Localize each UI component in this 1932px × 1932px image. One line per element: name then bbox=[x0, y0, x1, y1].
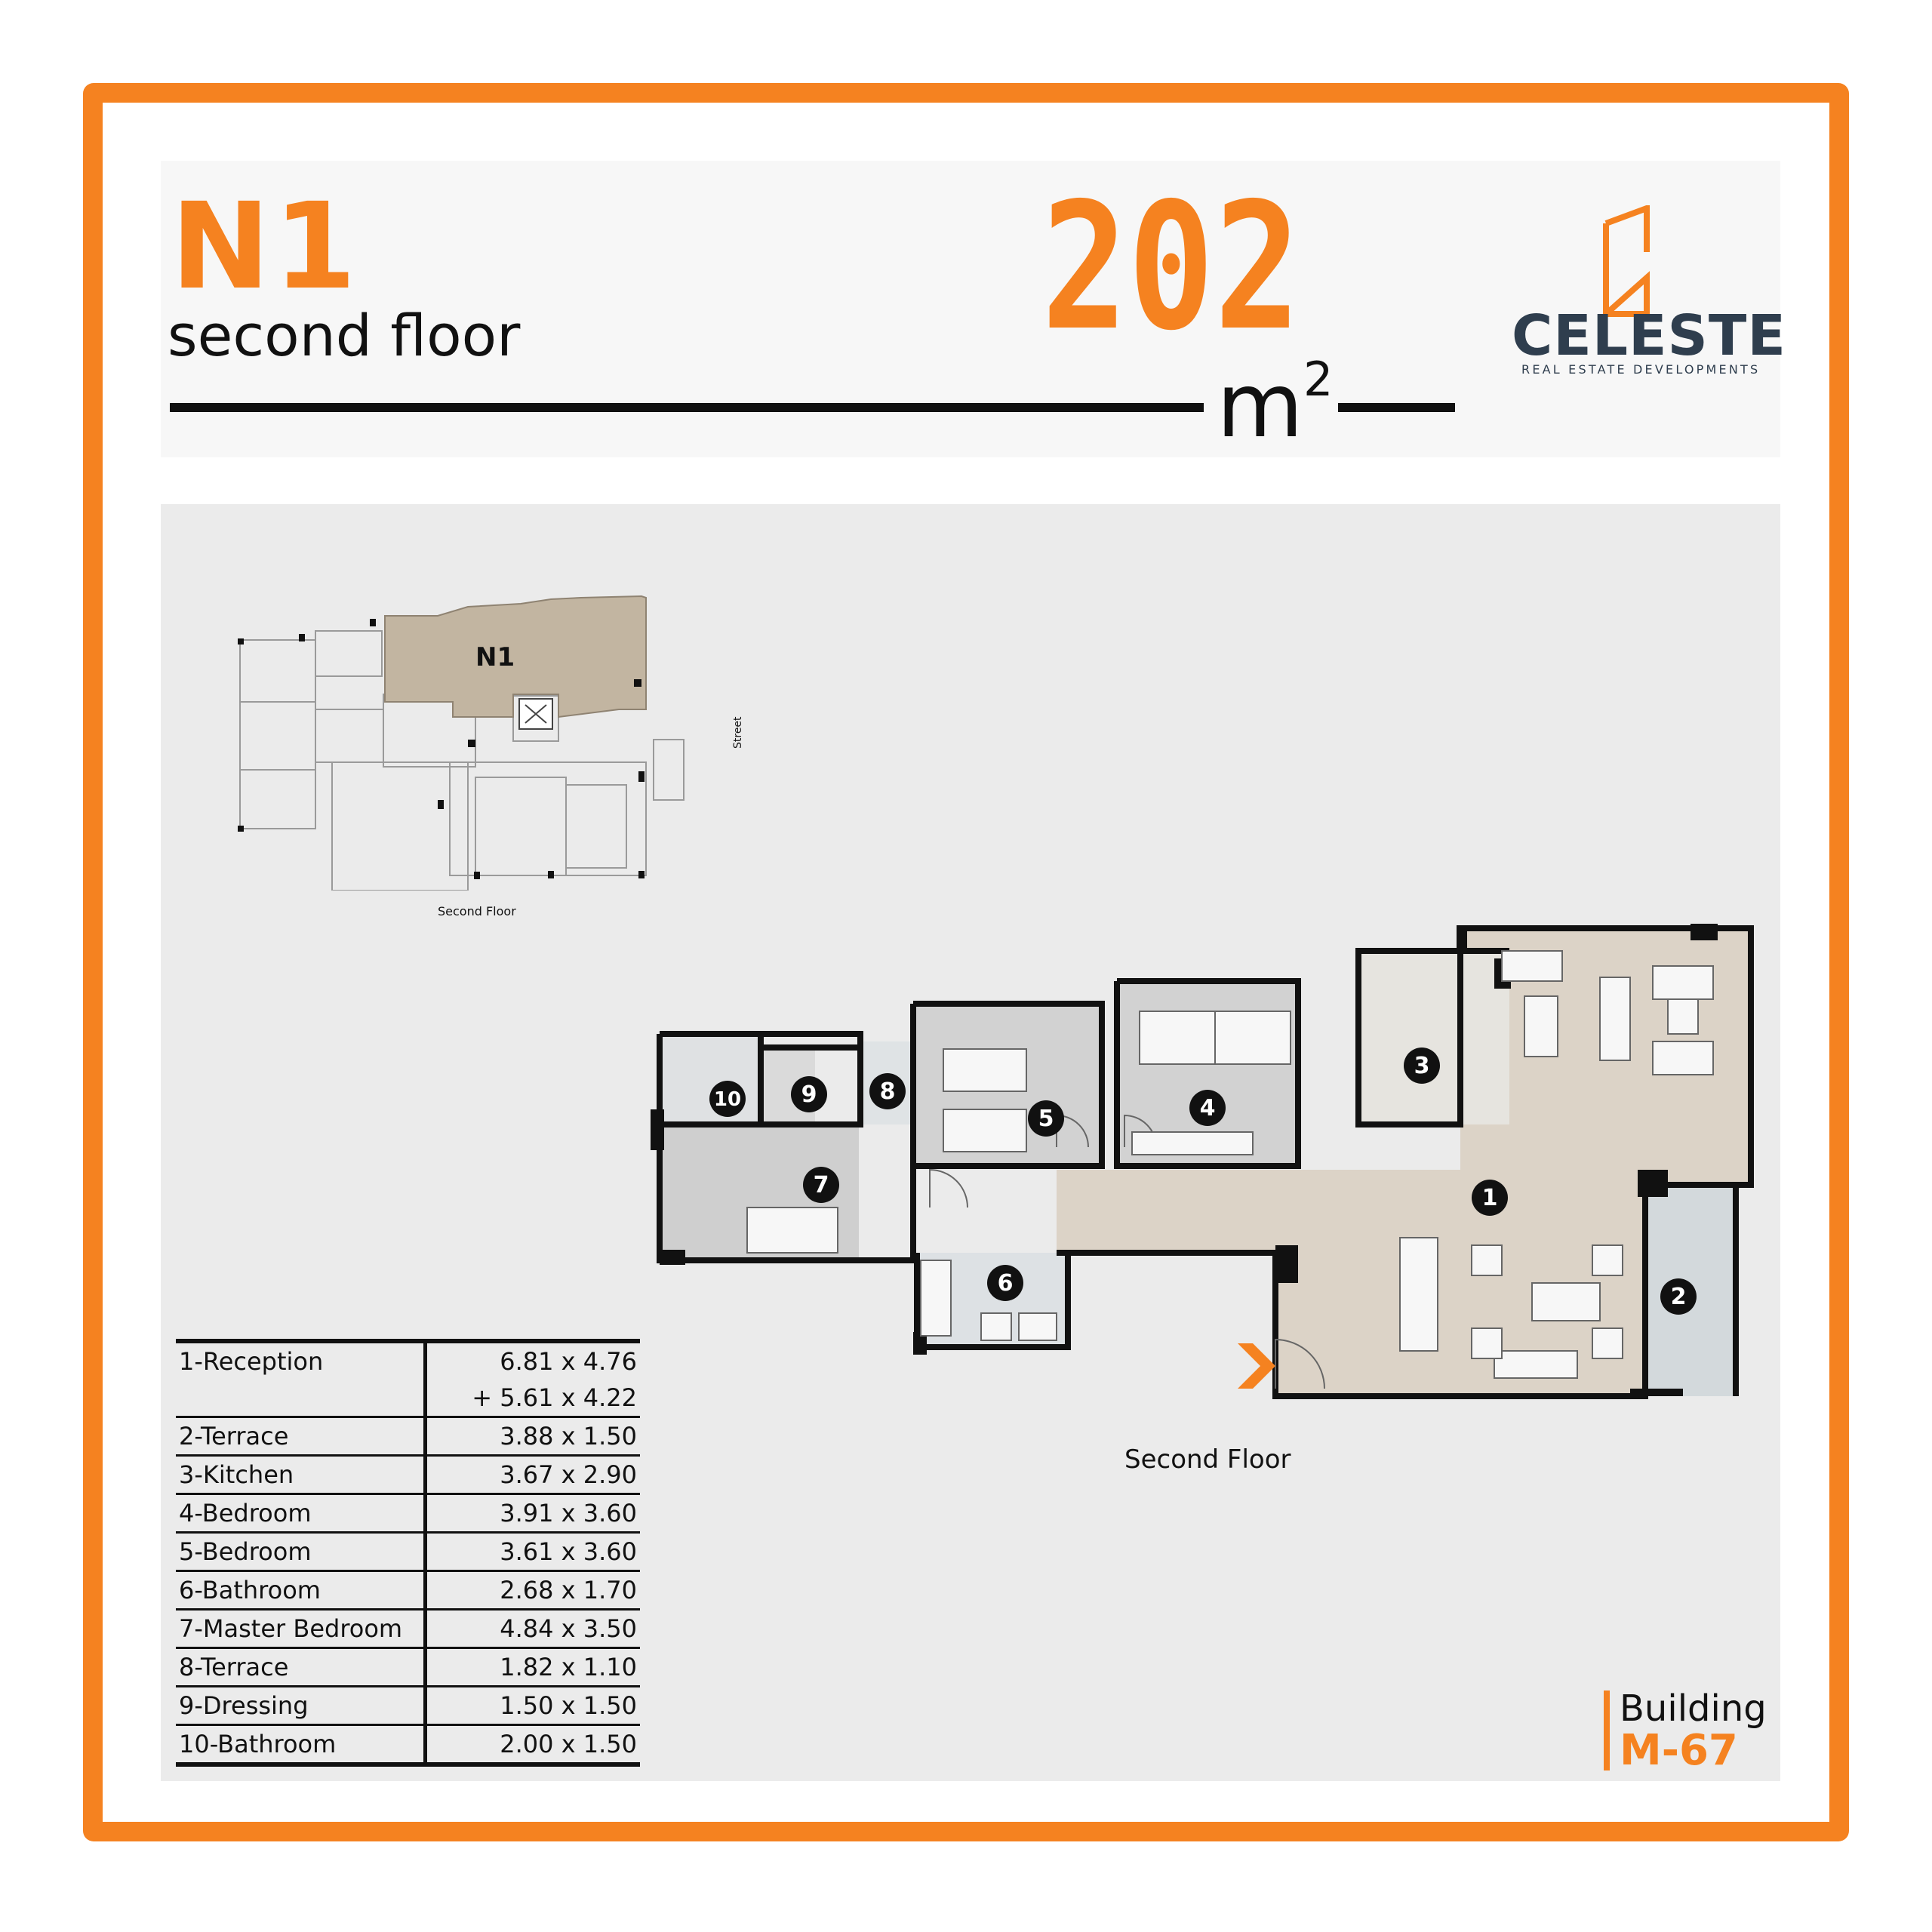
area-unit-base: m bbox=[1217, 353, 1303, 457]
key-plan-caption: Second Floor bbox=[438, 904, 516, 918]
celeste-logo-icon bbox=[1603, 205, 1650, 317]
building-code: M-67 bbox=[1620, 1726, 1738, 1775]
floor-plan: 1 2 3 4 5 6 7 8 9 10 bbox=[651, 924, 1754, 1399]
area-unit: m2 bbox=[1217, 356, 1333, 451]
key-plan-unit-highlight bbox=[384, 595, 647, 718]
floor-plan-fills bbox=[663, 928, 1751, 1396]
plan-caption: Second Floor bbox=[1124, 1444, 1291, 1475]
room-number-5: 5 bbox=[1038, 1106, 1054, 1132]
room-number-9: 9 bbox=[801, 1081, 817, 1108]
area-unit-power: 2 bbox=[1303, 352, 1334, 407]
room-number-10: 10 bbox=[714, 1088, 741, 1111]
room-number-6: 6 bbox=[998, 1270, 1014, 1297]
floor-plan-columns bbox=[651, 924, 1718, 1396]
entrance-arrow-icon bbox=[1238, 1343, 1275, 1389]
floor-label: second floor bbox=[168, 302, 521, 369]
brand-tagline: REAL ESTATE DEVELOPMENTS bbox=[1521, 362, 1761, 377]
table-row: + 5.61 x 4.22 bbox=[176, 1380, 640, 1418]
room-number-2: 2 bbox=[1671, 1284, 1687, 1310]
floor-plan-walls bbox=[657, 925, 1754, 1399]
key-plan-street-label: Street bbox=[732, 716, 744, 749]
room-number-1: 1 bbox=[1482, 1185, 1498, 1211]
building-label: Building bbox=[1620, 1687, 1767, 1730]
area-value: 202 bbox=[1041, 165, 1301, 369]
floor-plan-furniture bbox=[746, 950, 1714, 1379]
room-number-4: 4 bbox=[1200, 1095, 1216, 1121]
unit-code: N1 bbox=[171, 177, 360, 316]
brand-name: CELESTE bbox=[1512, 303, 1786, 368]
header-rule-right bbox=[1338, 403, 1455, 412]
key-plan-unit-label: N1 bbox=[475, 642, 515, 672]
building-accent-bar bbox=[1604, 1690, 1610, 1770]
room-markers: 1 2 3 4 5 6 7 8 9 10 bbox=[709, 1048, 1697, 1315]
key-plan: N1 Street bbox=[238, 595, 744, 891]
room-number-7: 7 bbox=[814, 1172, 829, 1198]
room-number-3: 3 bbox=[1414, 1053, 1430, 1079]
room-number-8: 8 bbox=[880, 1078, 896, 1105]
header-rule-left bbox=[170, 403, 1204, 412]
